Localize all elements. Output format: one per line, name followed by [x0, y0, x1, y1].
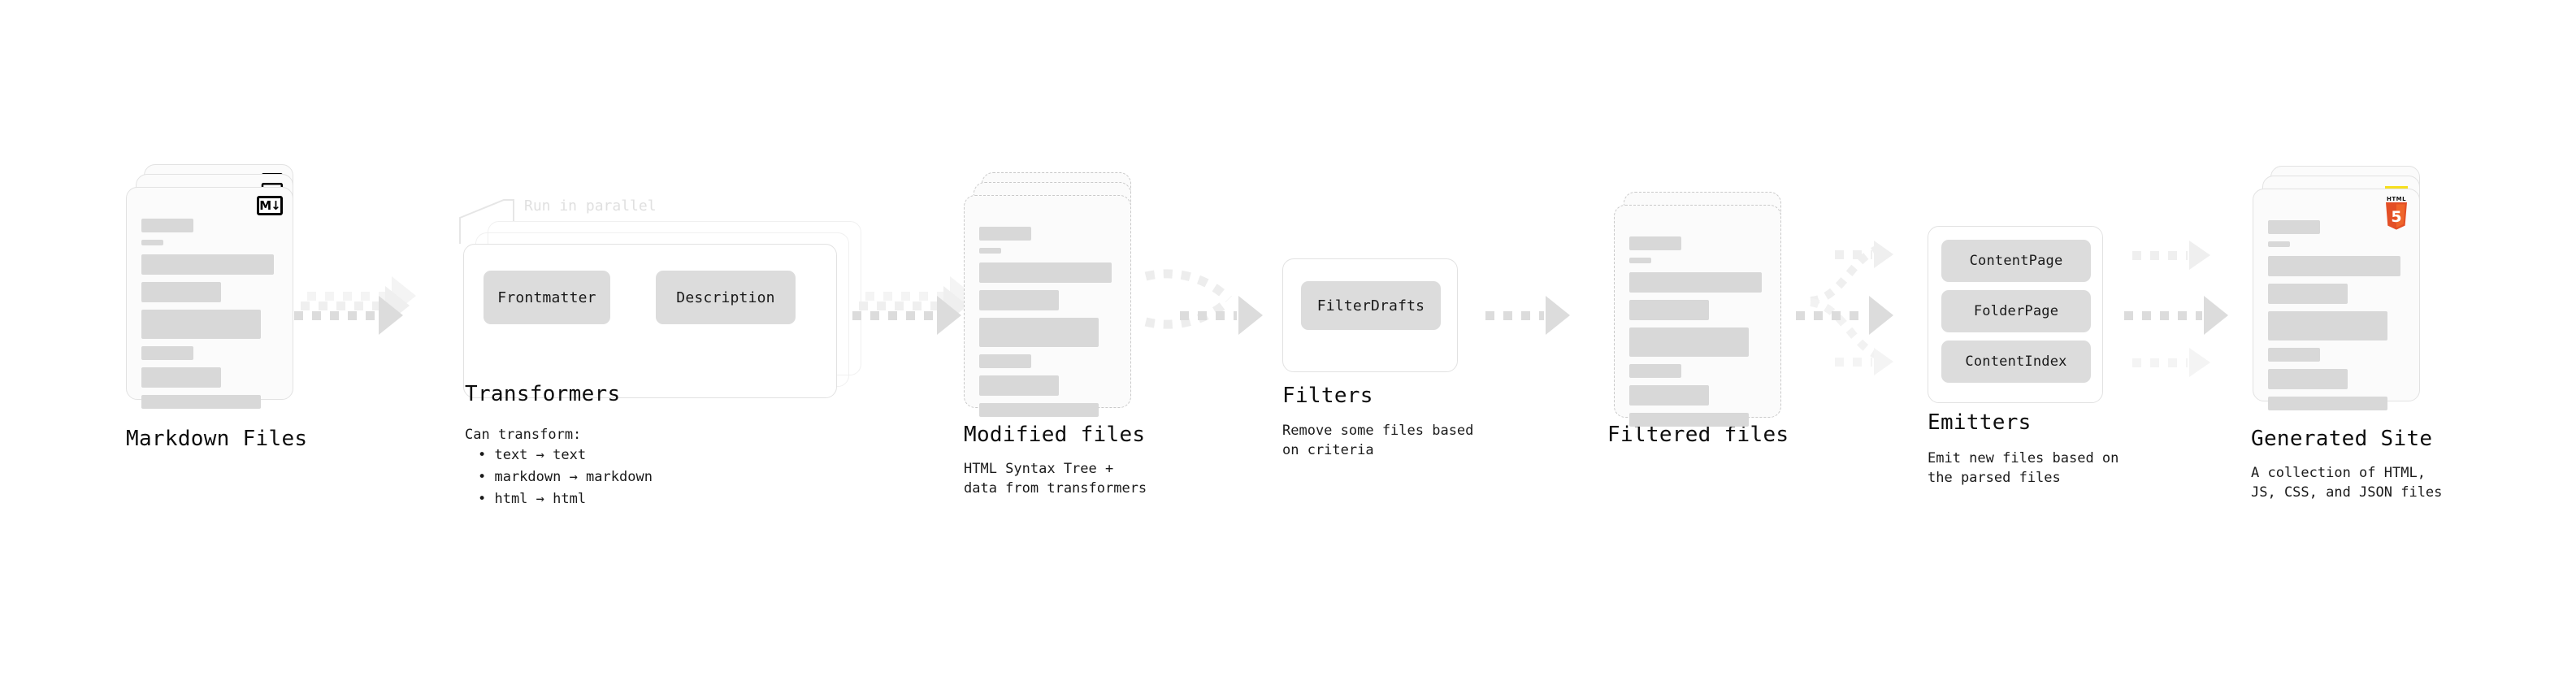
doc-placeholder-lines [141, 219, 280, 416]
placeholder-line [141, 219, 193, 232]
placeholder-line [979, 227, 1031, 241]
transformer-item-description[interactable]: Description [656, 271, 796, 324]
modified-doc-front [964, 195, 1131, 417]
placeholder-line [141, 254, 274, 275]
placeholder-line [141, 240, 163, 245]
generated-doc-html: HTML 5 [2253, 189, 2420, 410]
filter-item-filterdrafts[interactable]: FilterDrafts [1301, 281, 1441, 330]
filters-panel: FilterDrafts [1282, 258, 1458, 372]
svg-text:5: 5 [2391, 208, 2401, 226]
transformers-panel: Frontmatter Description [463, 244, 837, 398]
run-in-parallel-label: Run in parallel [524, 197, 657, 215]
placeholder-line [1629, 272, 1762, 293]
placeholder-line [141, 367, 221, 388]
generated-site-caption: A collection of HTML, JS, CSS, and JSON … [2251, 465, 2443, 501]
flow-arrow-4 [1485, 296, 1570, 335]
stage-title-filters: Filters [1282, 384, 1373, 408]
html5-icon: HTML 5 [2382, 196, 2411, 230]
placeholder-line [979, 248, 1001, 254]
placeholder-line [141, 346, 193, 360]
stage-title-transformers: Transformers [465, 382, 621, 406]
flow-arrow-5-mid [1796, 296, 1893, 335]
placeholder-line [2268, 241, 2290, 247]
flow-arrow-5-bottom [1835, 348, 1893, 375]
placeholder-line [979, 354, 1031, 368]
placeholder-line [1629, 385, 1709, 406]
flow-arrow-6-top [2132, 241, 2210, 270]
placeholder-line [979, 375, 1059, 396]
placeholder-line [2268, 311, 2387, 340]
filtered-doc-front [1614, 205, 1781, 427]
transformers-bullet-1: • markdown → markdown [478, 469, 653, 485]
placeholder-line [1629, 258, 1651, 263]
placeholder-line [979, 262, 1112, 283]
placeholder-line [979, 290, 1059, 310]
emitter-item-folderpage[interactable]: FolderPage [1941, 290, 2091, 332]
markdown-icon: M↓ [257, 196, 283, 215]
placeholder-line [1629, 364, 1681, 378]
stage-title-generated-site: Generated Site [2251, 427, 2433, 451]
placeholder-line [1629, 236, 1681, 250]
flow-arrow-5-top [1835, 241, 1893, 268]
placeholder-line [1629, 300, 1709, 320]
emitters-panel: ContentPage FolderPage ContentIndex [1928, 226, 2103, 403]
filters-caption: Remove some files based on criteria [1282, 423, 1474, 458]
placeholder-line [141, 395, 261, 409]
placeholder-line [1629, 327, 1749, 357]
doc-placeholder-lines [979, 227, 1117, 424]
transformers-caption: Can transform: [465, 427, 582, 443]
emitters-caption: Emit new files based on the parsed files [1928, 450, 2119, 486]
transformers-bullet-0: • text → text [478, 447, 587, 463]
placeholder-line [2268, 397, 2387, 410]
flow-arrow-6-bottom [2132, 348, 2210, 377]
flow-arrow-2 [852, 296, 961, 335]
placeholder-line [2268, 220, 2320, 234]
doc-placeholder-lines [1629, 236, 1767, 434]
placeholder-line [141, 310, 261, 339]
placeholder-line [2268, 348, 2320, 362]
markdown-doc-front: M↓ [126, 187, 293, 409]
stage-title-filtered-files: Filtered files [1607, 423, 1789, 447]
placeholder-line [1629, 413, 1749, 427]
placeholder-line [979, 403, 1099, 417]
placeholder-line [979, 318, 1099, 347]
doc-placeholder-lines [2268, 220, 2406, 418]
flow-arrow-6-mid [2124, 296, 2228, 335]
transformer-item-frontmatter[interactable]: Frontmatter [484, 271, 610, 324]
placeholder-line [2268, 369, 2348, 389]
placeholder-line [141, 282, 221, 302]
flow-arrow-1 [294, 296, 403, 335]
transformers-bullet-2: • html → html [478, 491, 587, 507]
stage-title-modified-files: Modified files [964, 423, 1146, 447]
stage-title-markdown-files: Markdown Files [126, 427, 308, 451]
placeholder-line [2268, 284, 2348, 304]
modified-files-caption: HTML Syntax Tree + data from transformer… [964, 461, 1147, 497]
emitter-item-contentpage[interactable]: ContentPage [1941, 240, 2091, 282]
flow-arrow-3 [1180, 296, 1263, 335]
placeholder-line [2268, 256, 2400, 276]
emitter-item-contentindex[interactable]: ContentIndex [1941, 340, 2091, 383]
stage-title-emitters: Emitters [1928, 410, 2032, 435]
